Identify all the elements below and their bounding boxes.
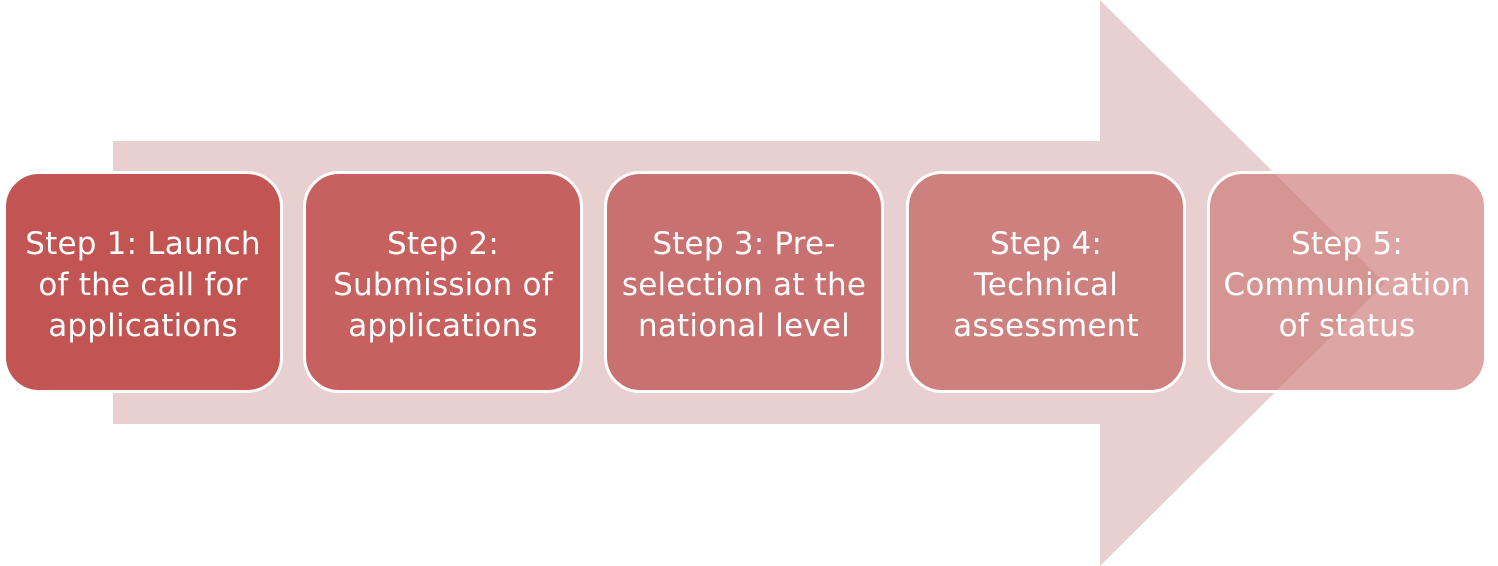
step-2-label: Step 2: Submission of applications [333,226,553,344]
step-3-box: Step 3: Pre-selection at the national le… [604,171,884,393]
step-5-box: Step 5: Communication of status [1207,171,1487,393]
step-5-label: Step 5: Communication of status [1223,226,1471,344]
step-3-label: Step 3: Pre-selection at the national le… [621,226,867,344]
step-1-label: Step 1: Launch of the call for applicati… [25,226,261,344]
step-4-box: Step 4: Technical assessment [906,171,1186,393]
step-4-label: Step 4: Technical assessment [953,226,1139,344]
step-2-box: Step 2: Submission of applications [303,171,583,393]
step-1-box: Step 1: Launch of the call for applicati… [3,171,283,393]
